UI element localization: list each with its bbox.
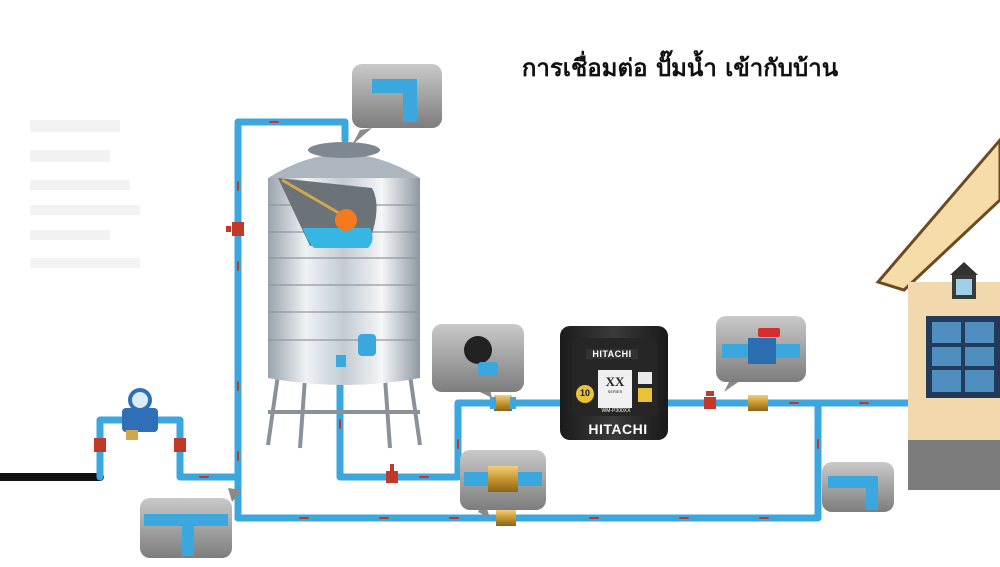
main-riser-pipe (234, 118, 349, 522)
house (875, 137, 1000, 490)
tank-cutaway (278, 178, 377, 248)
water-meter-icon (94, 388, 186, 452)
house-window (926, 316, 1000, 398)
riser-ball-valve-icon (226, 222, 244, 236)
check-valve-icon (490, 395, 516, 411)
ball-valve-icon (722, 328, 800, 364)
water-tank (266, 142, 422, 449)
tank-outlet-valve-icon (386, 464, 398, 483)
pipe-joint-marks (199, 121, 869, 519)
pump-series-sub-label: SERIES (607, 389, 623, 394)
callout-tee-bottom (140, 488, 242, 558)
pipe-connector-icon (464, 336, 492, 364)
callout-connector (432, 324, 524, 398)
callout-elbow-right (822, 462, 894, 512)
background-watermark (30, 120, 140, 268)
diagram-title: การเชื่อมต่อ ปั๊มน้ำ เข้ากับบ้าน (521, 54, 839, 82)
elbow-fitting-icon (372, 79, 417, 122)
pump-brand-label-bottom: HITACHI (588, 421, 648, 437)
float-ball-icon (335, 209, 357, 231)
pump-outlet-ball-valve-icon (704, 391, 716, 409)
tee-fitting-icon (144, 514, 228, 556)
check-valve-bypass-icon (496, 510, 516, 526)
pump-model-label: WM-P300XX (601, 408, 631, 414)
meter-pipe (96, 416, 242, 481)
pump-warranty-badge: 10 (579, 388, 590, 398)
check-valve-outlet-icon (748, 395, 768, 411)
callout-check-valve (460, 450, 546, 518)
pump-series-label: XX (605, 374, 625, 389)
wall-lamp-icon (950, 262, 978, 299)
elbow-fitting-right-icon (828, 476, 878, 510)
callout-elbow-top (352, 64, 442, 145)
pump-brand-label-top: HITACHI (586, 349, 638, 359)
callout-ball-valve (716, 316, 806, 392)
